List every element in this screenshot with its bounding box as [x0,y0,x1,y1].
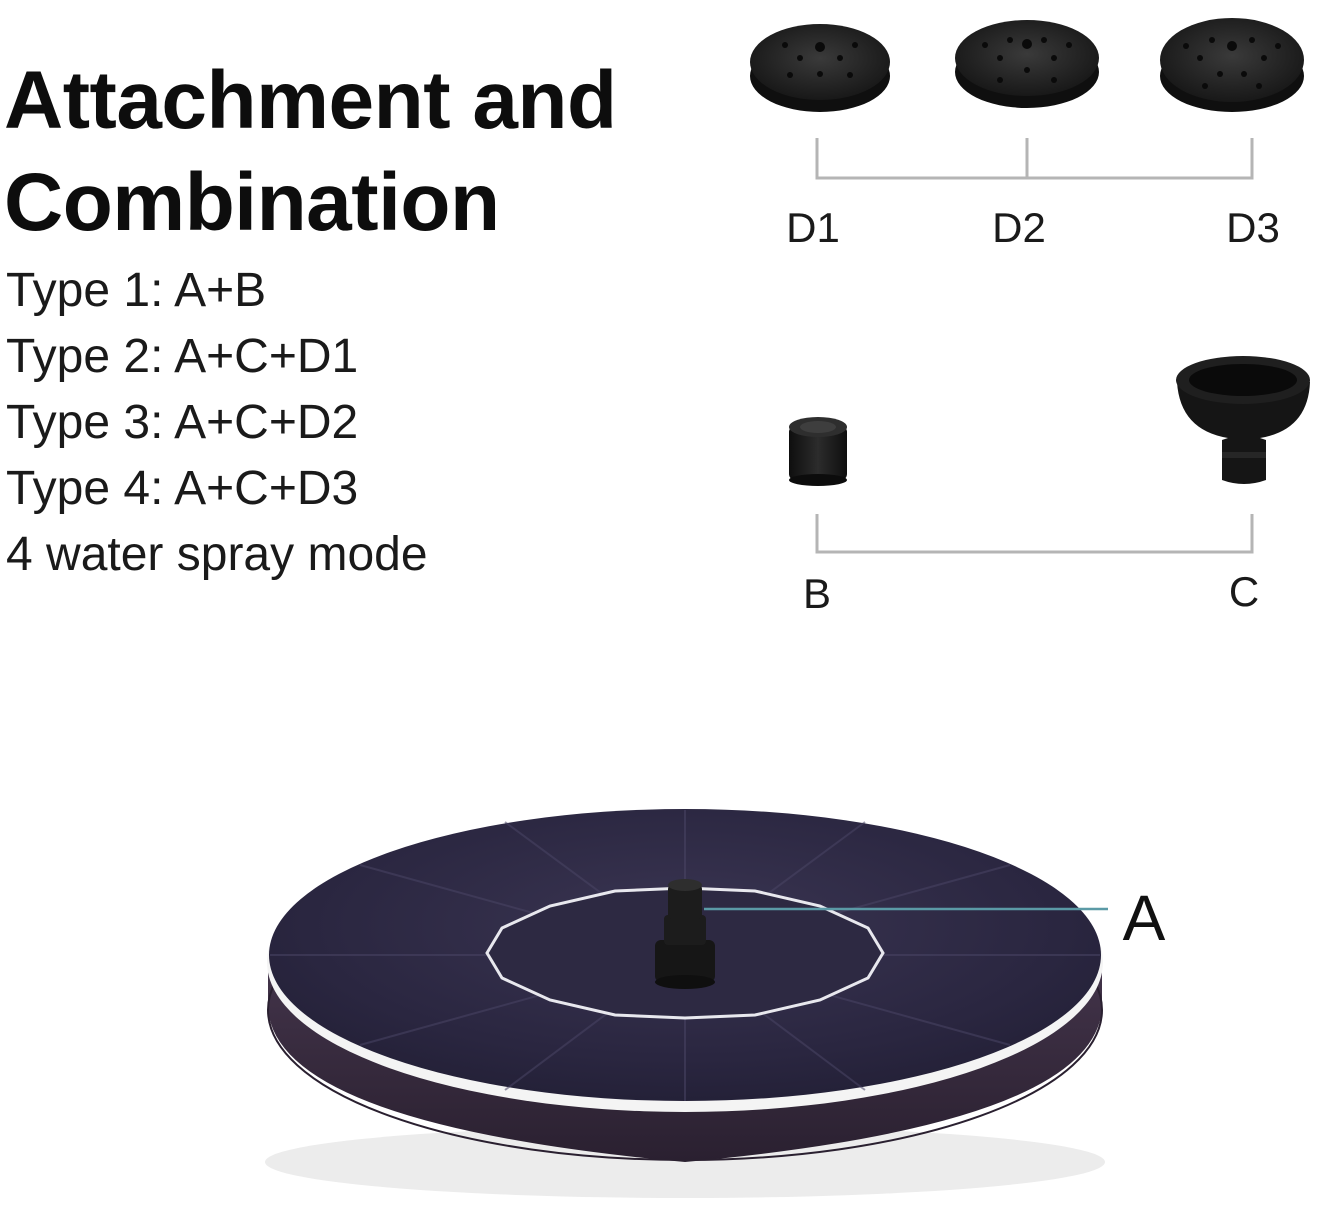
combination-type-1: Type 1: A+B [6,264,267,317]
combination-type-4: Type 4: A+C+D3 [6,462,359,515]
d-bracket [815,138,1254,180]
label-d3: D3 [1226,204,1280,251]
nozzle-d3-icon [1160,18,1304,112]
title-line-1: Attachment and [4,55,617,146]
label-a: A [1123,882,1166,954]
title-line-2: Combination [4,157,500,248]
spray-mode-note: 4 water spray mode [6,528,428,581]
combination-list: Type 1: A+B Type 2: A+C+D1 Type 3: A+C+D… [6,258,428,588]
connector-b-icon [789,417,847,486]
label-d2: D2 [992,204,1046,251]
nozzle-d2-icon [955,20,1099,108]
combination-type-3: Type 3: A+C+D2 [6,396,359,449]
cup-c-icon [1176,356,1310,484]
bc-bracket [815,514,1254,554]
nozzle-d1-icon [750,24,890,112]
label-b: B [803,570,831,617]
page-title: Attachment and Combination [4,50,617,254]
label-d1: D1 [786,204,840,251]
label-c: C [1229,568,1259,615]
combination-type-2: Type 2: A+C+D1 [6,330,359,383]
solar-fountain-icon [265,809,1105,1198]
